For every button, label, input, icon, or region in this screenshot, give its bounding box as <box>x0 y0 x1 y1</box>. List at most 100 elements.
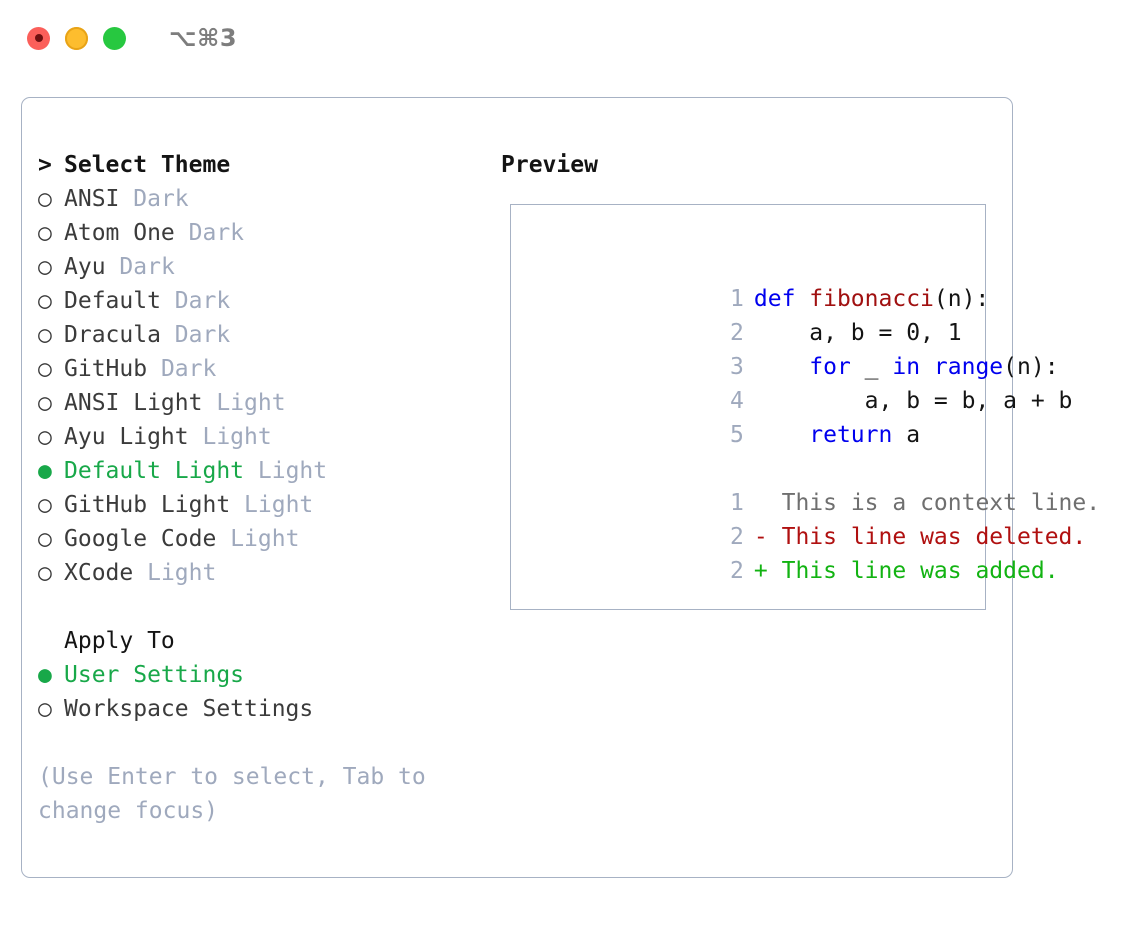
theme-option-ansi-light[interactable]: ○ ANSI Light Light <box>38 386 488 420</box>
diff-line-deleted: 2- This line was deleted. <box>524 486 1086 550</box>
line-number: 3 <box>730 354 744 380</box>
preview-title: Preview <box>501 152 598 178</box>
radio-unselected-icon: ○ <box>38 220 52 246</box>
theme-option-atom-one-dark[interactable]: ○ Atom One Dark <box>38 216 488 250</box>
diff-marker: - <box>753 524 768 550</box>
theme-option-tag: Light <box>230 526 300 552</box>
diff-text: This line was deleted. <box>781 524 1087 550</box>
line-number: 5 <box>730 422 744 448</box>
code-token: (n): <box>1003 354 1059 380</box>
code-token: for <box>809 354 851 380</box>
list-spacer <box>38 590 488 624</box>
radio-unselected-icon: ○ <box>38 288 52 314</box>
apply-to-option-label: User Settings <box>64 662 245 688</box>
code-token: _ <box>850 354 893 380</box>
code-line: 4 a, b = b, a + b <box>524 350 1072 414</box>
theme-option-tag: Light <box>147 560 217 586</box>
radio-unselected-icon: ○ <box>38 356 52 382</box>
theme-option-ansi-dark[interactable]: ○ ANSI Dark <box>38 182 488 216</box>
radio-unselected-icon: ○ <box>38 696 52 722</box>
theme-option-tag: Dark <box>160 356 217 382</box>
cursor-caret-icon: > <box>38 152 52 178</box>
theme-option-github-dark[interactable]: ○ GitHub Dark <box>38 352 488 386</box>
theme-option-github-light[interactable]: ○ GitHub Light Light <box>38 488 488 522</box>
theme-option-label: XCode <box>64 560 134 586</box>
code-token <box>920 354 934 380</box>
theme-option-google-code[interactable]: ○ Google Code Light <box>38 522 488 556</box>
apply-to-option-user-settings[interactable]: ● User Settings <box>38 658 488 692</box>
theme-option-tag: Light <box>257 458 328 484</box>
theme-option-ayu-dark[interactable]: ○ Ayu Dark <box>38 250 488 284</box>
traffic-lights <box>27 26 126 50</box>
code-token: a <box>892 422 921 448</box>
theme-option-label: Google Code <box>64 526 217 552</box>
select-theme-heading: > Select Theme <box>38 148 488 182</box>
radio-selected-icon: ● <box>38 662 52 688</box>
code-token <box>754 422 809 448</box>
code-line: 5 return a <box>524 384 979 448</box>
code-token: return <box>809 422 893 448</box>
close-window-button[interactable] <box>27 26 50 50</box>
diff-marker: + <box>753 558 768 584</box>
code-token: (n): <box>933 286 990 312</box>
select-theme-label: Select Theme <box>64 152 231 178</box>
theme-option-tag: Light <box>244 492 314 518</box>
theme-option-label: GitHub <box>64 356 148 382</box>
theme-option-label: Dracula <box>64 322 161 348</box>
code-token: def <box>753 286 810 312</box>
radio-unselected-icon: ○ <box>38 560 52 586</box>
radio-unselected-icon: ○ <box>38 424 52 450</box>
diff-text: This is a context line. <box>781 490 1101 516</box>
theme-option-label: Default Light <box>64 458 245 484</box>
line-number: 2 <box>730 558 744 584</box>
theme-option-label: ANSI Light <box>64 390 203 416</box>
theme-option-tag: Light <box>202 424 272 450</box>
diff-text: This line was added. <box>781 558 1059 584</box>
theme-option-tag: Light <box>216 390 286 416</box>
theme-option-label: ANSI <box>64 186 120 212</box>
keyboard-hint-text: (Use Enter to select, Tab to change focu… <box>38 764 440 824</box>
main-panel: > Select Theme ○ ANSI Dark ○ Atom One Da… <box>21 97 1100 878</box>
code-line: 3 for _ in range(n): <box>524 316 1059 380</box>
theme-option-xcode[interactable]: ○ XCode Light <box>38 556 488 590</box>
theme-option-default-dark[interactable]: ○ Default Dark <box>38 284 488 318</box>
theme-option-label: Ayu <box>64 254 106 280</box>
diff-line-added: 2 + This line was added. <box>524 520 1059 584</box>
radio-unselected-icon: ○ <box>38 322 52 348</box>
window-title: ⌥⌘3 <box>169 24 238 52</box>
code-token: in <box>892 354 921 380</box>
radio-unselected-icon: ○ <box>38 492 52 518</box>
theme-option-tag: Dark <box>174 322 231 348</box>
code-token: fibonacci <box>809 286 934 312</box>
theme-option-tag: Dark <box>119 254 175 280</box>
theme-picker-column: > Select Theme ○ ANSI Dark ○ Atom One Da… <box>38 148 488 828</box>
apply-to-option-workspace-settings[interactable]: ○ Workspace Settings <box>38 692 488 726</box>
theme-option-ayu-light[interactable]: ○ Ayu Light Light <box>38 420 488 454</box>
apply-to-option-label: Workspace Settings <box>64 696 314 722</box>
theme-option-label: Ayu Light <box>64 424 189 450</box>
minimize-icon <box>65 26 88 50</box>
theme-option-label: Atom One <box>64 220 175 246</box>
code-token: a, b = b, a + b <box>753 388 1073 414</box>
close-icon <box>34 34 43 42</box>
code-token: range <box>933 354 1004 380</box>
minimize-window-button[interactable] <box>65 26 88 50</box>
radio-unselected-icon: ○ <box>38 526 52 552</box>
theme-option-label: GitHub Light <box>64 492 231 518</box>
diff-line-context: 1 This is a context line. <box>524 452 1100 516</box>
theme-option-dracula-dark[interactable]: ○ Dracula Dark <box>38 318 488 352</box>
line-number: 1 <box>730 286 744 312</box>
radio-unselected-icon: ○ <box>38 254 52 280</box>
apply-to-label: Apply To <box>64 628 175 654</box>
line-number: 4 <box>730 388 744 414</box>
theme-option-tag: Dark <box>188 220 245 246</box>
apply-to-heading: Apply To <box>38 624 488 658</box>
maximize-window-button[interactable] <box>103 26 126 50</box>
theme-option-default-light[interactable]: ● Default Light Light <box>38 454 488 488</box>
radio-selected-icon: ● <box>38 458 52 484</box>
theme-option-label: Default <box>64 288 161 314</box>
